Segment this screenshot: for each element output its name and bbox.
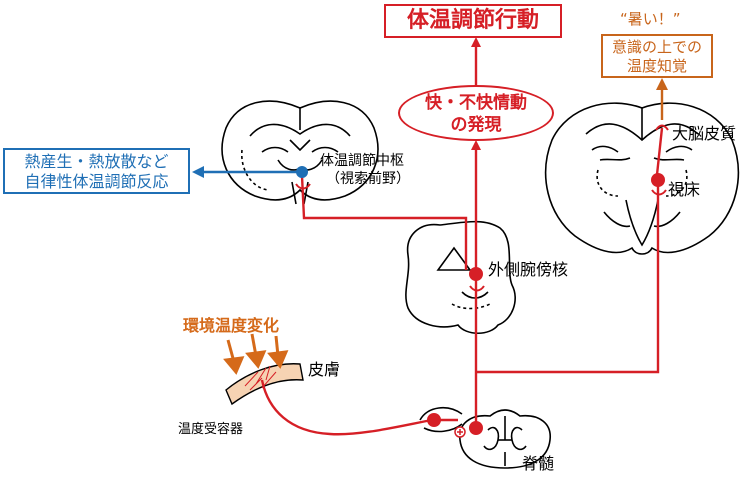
synapse-thalamus xyxy=(651,189,667,196)
node-center xyxy=(296,166,308,178)
hypothalamus-brain-section xyxy=(221,100,379,205)
autonomic-line1: 熱産生・熱放散など xyxy=(24,152,169,171)
pons-section xyxy=(405,220,516,335)
env-change-label: 環境温度変化 xyxy=(183,316,280,335)
center-line2: （視索前野） xyxy=(326,171,410,187)
center-line1: 体温調節中枢 xyxy=(320,153,404,169)
emotion-line1: 快・不快情動 xyxy=(425,93,527,113)
thermoregulatory-behavior-box: 体温調節行動 xyxy=(384,4,562,38)
node-drg xyxy=(427,413,441,427)
synapse-lpb xyxy=(469,285,485,292)
skin-patch xyxy=(225,363,304,406)
autonomic-response-box: 熱産生・熱放散など 自律性体温調節反応 xyxy=(3,148,190,194)
node-thalamus xyxy=(651,173,665,187)
dorsal-root-ganglion xyxy=(419,407,463,433)
thermoregulatory-behavior-label: 体温調節行動 xyxy=(406,8,539,33)
lpb-label: 外側腕傍核 xyxy=(488,260,569,279)
cortex-brain-section xyxy=(544,102,740,255)
hot-quote: “暑い！” xyxy=(620,10,681,28)
skin-label: 皮膚 xyxy=(308,360,341,379)
synapse-center xyxy=(295,183,311,190)
perception-line2: 温度知覚 xyxy=(626,57,687,75)
path-lpb-to-center xyxy=(300,175,468,270)
emotion-line2: の発現 xyxy=(450,115,502,135)
autonomic-line2: 自律性体温調節反応 xyxy=(24,172,169,191)
path-receptor-to-drg xyxy=(260,379,458,436)
cortex-label: 大脳皮質 xyxy=(672,124,737,143)
ascending-pathways xyxy=(260,127,664,436)
perception-line1: 意識の上での xyxy=(611,38,702,56)
node-spinal xyxy=(469,421,483,435)
receptor-label: 温度受容器 xyxy=(178,422,244,437)
synapse-cortex xyxy=(655,124,669,131)
emotion-oval: 快・不快情動 の発現 xyxy=(398,85,554,141)
perception-box: 意識の上での 温度知覚 xyxy=(601,34,713,78)
pathway-nodes xyxy=(295,124,669,438)
spinal-cord-label: 脊髄 xyxy=(522,454,555,473)
thermoregulatory-center-label: 体温調節中枢 （視索前野） xyxy=(320,152,410,188)
path-spinal-to-thalamus xyxy=(476,184,660,374)
thalamus-label: 視床 xyxy=(668,180,701,199)
node-lpb xyxy=(469,267,483,281)
env-arrows xyxy=(223,333,289,375)
